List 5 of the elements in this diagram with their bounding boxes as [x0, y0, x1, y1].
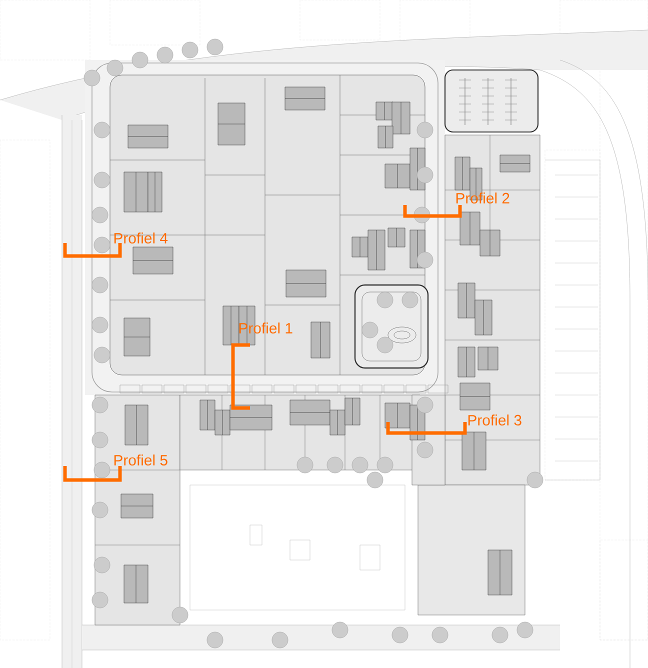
section-label: Profiel 3 [468, 414, 522, 426]
section-label: Profiel 5 [114, 454, 168, 466]
section-label: Profiel 2 [456, 192, 510, 204]
section-label: Profiel 1 [239, 322, 292, 334]
section-label: Profiel 4 [114, 232, 168, 244]
